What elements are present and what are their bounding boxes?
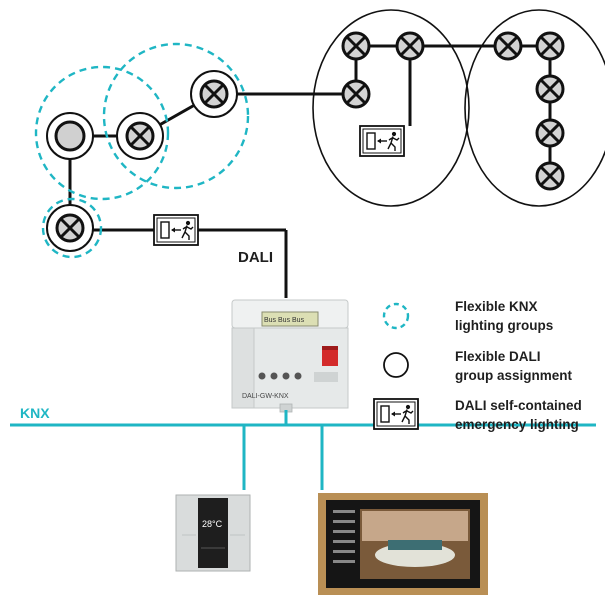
legend-dali-line1: Flexible DALI <box>455 349 541 364</box>
lamp-icon <box>535 74 565 104</box>
lamp-icon <box>493 31 523 61</box>
lamp-icon <box>395 31 425 61</box>
lamp-icon <box>535 118 565 148</box>
dali-group-b <box>464 9 605 207</box>
dali-group-a <box>312 9 470 207</box>
knx-lighting-groups <box>34 42 250 259</box>
knx-group-center <box>102 42 250 190</box>
legend-emergency-line2: emergency lighting <box>455 417 579 432</box>
controller-display-text: Bus Bus Bus <box>264 317 305 324</box>
dali-gateway-device: Bus Bus Bus DALI-GW-KNX <box>231 299 349 413</box>
knx-group-left <box>34 65 170 201</box>
legend-dali-line2: group assignment <box>455 368 573 383</box>
dashed-circle-icon <box>382 302 410 330</box>
lamp-icon <box>535 31 565 61</box>
circle-icon <box>383 352 409 378</box>
dali-wiring <box>68 44 552 298</box>
lamp-icon <box>125 121 155 151</box>
lamp-icon <box>341 79 371 109</box>
emergency-exit-icon <box>359 125 405 157</box>
legend-emergency-line1: DALI self-contained <box>455 398 582 413</box>
legend-knx-line2: lighting groups <box>455 318 553 333</box>
lamp-plain-icon <box>54 120 86 152</box>
emergency-exit-icon <box>153 214 199 246</box>
thermostat-device: 28°C <box>175 494 251 572</box>
lamp-icon <box>341 31 371 61</box>
emergency-exit-icon <box>373 398 419 430</box>
touch-panel-device <box>318 493 488 595</box>
lamp-icon <box>535 161 565 191</box>
knx-bus <box>10 410 596 490</box>
legend: Flexible KNX lighting groups Flexible DA… <box>373 299 582 432</box>
controller-bottom-text: DALI-GW-KNX <box>242 393 289 400</box>
thermostat-display-text: 28°C <box>202 519 223 529</box>
knx-group-bottom <box>41 197 103 259</box>
lamp-icon <box>55 213 85 243</box>
dali-label: DALI <box>238 249 273 266</box>
dali-groups <box>312 9 605 207</box>
lamp-icon <box>199 79 229 109</box>
legend-knx-line1: Flexible KNX <box>455 299 538 314</box>
knx-label: KNX <box>20 405 50 421</box>
